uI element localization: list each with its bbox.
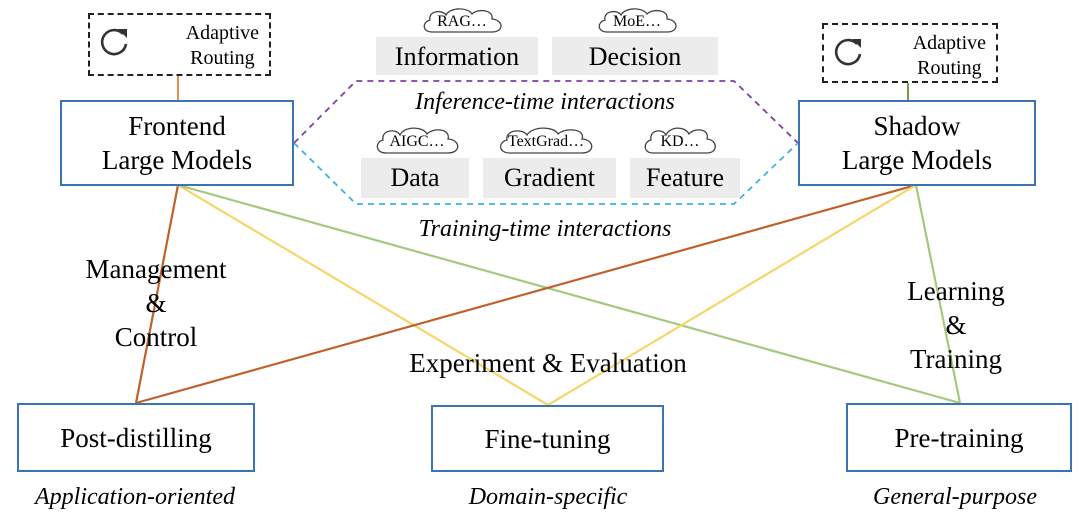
cloud-icon [644, 127, 716, 154]
frontend-to-pretraining-line [177, 183, 961, 405]
management-line3: Control [114, 322, 198, 352]
information-tile: Information [376, 37, 538, 75]
learning-line2: & [945, 310, 967, 340]
refresh-icon [100, 28, 128, 56]
learning-line1: Learning [907, 276, 1005, 306]
general-purpose-caption: General-purpose [873, 484, 1037, 510]
adaptive-routing-left: Adaptive Routing [88, 13, 271, 76]
routing-left-line2: Routing [190, 47, 255, 69]
textgrad-cloud: TextGrad… [494, 124, 598, 158]
pre-training-box: Pre-training [846, 403, 1072, 472]
frontend-to-finetuning-line [177, 184, 549, 406]
post-distilling-box: Post-distilling [17, 403, 255, 472]
shadow-to-postdistilling-line [135, 183, 917, 405]
cloud-icon [423, 8, 502, 33]
kd-tag: KD… [660, 133, 700, 150]
shadow-to-finetuning-line [547, 184, 917, 406]
shadow-large-models-box: Shadow Large Models [798, 100, 1036, 186]
fine-tuning-box: Fine-tuning [431, 405, 664, 472]
routing-right-line2: Routing [917, 57, 982, 79]
management-control-label: Management & Control [56, 252, 256, 354]
cloud-icon [598, 8, 677, 33]
frontend-line2: Large Models [101, 145, 253, 175]
learning-line3: Training [909, 344, 1003, 374]
data-label: Data [390, 163, 440, 192]
application-oriented-caption: Application-oriented [35, 484, 235, 510]
feature-label: Feature [646, 163, 724, 192]
training-dashed-outline [293, 142, 799, 205]
data-tile: Data [361, 158, 469, 198]
information-label: Information [394, 42, 520, 71]
cloud-icon [499, 127, 593, 154]
moe-cloud: MoE… [593, 5, 681, 37]
frontend-to-postdistilling-line [134, 184, 180, 404]
frontend-line1: Frontend [128, 111, 226, 141]
management-line1: Management [85, 254, 227, 284]
fine-tuning-label: Fine-tuning [484, 423, 611, 454]
inference-time-caption: Inference-time interactions [415, 89, 675, 115]
learning-training-label: Learning & Training [856, 274, 1056, 376]
gradient-label: Gradient [504, 163, 595, 192]
inference-dashed-outline [293, 80, 799, 144]
experiment-evaluation-label: Experiment & Evaluation [409, 348, 687, 378]
frontend-large-models-box: Frontend Large Models [60, 100, 294, 186]
rag-tag: RAG… [437, 13, 487, 30]
decision-label: Decision [588, 42, 682, 71]
post-distilling-label: Post-distilling [60, 422, 212, 453]
rag-cloud: RAG… [418, 5, 506, 37]
refresh-icon [834, 38, 862, 66]
cloud-icon [376, 127, 459, 154]
textgrad-tag: TextGrad… [507, 133, 585, 150]
management-line2: & [145, 288, 167, 318]
shadow-line2: Large Models [841, 145, 993, 175]
domain-specific-caption: Domain-specific [468, 484, 628, 510]
pre-training-label: Pre-training [894, 422, 1024, 453]
shadow-line1: Shadow [873, 111, 961, 141]
routing-right-line1: Adaptive [912, 32, 986, 54]
decision-tile: Decision [552, 37, 718, 75]
adaptive-routing-right: Adaptive Routing [822, 23, 998, 83]
aigc-cloud: AIGC… [371, 124, 463, 158]
routing-left-line1: Adaptive [185, 22, 259, 44]
moe-tag: MoE… [613, 13, 661, 30]
training-time-caption: Training-time interactions [418, 216, 672, 242]
kd-cloud: KD… [640, 124, 720, 158]
shadow-to-pretraining-line [914, 184, 962, 404]
gradient-tile: Gradient [483, 158, 616, 198]
aigc-tag: AIGC… [389, 133, 445, 150]
feature-tile: Feature [630, 158, 740, 198]
